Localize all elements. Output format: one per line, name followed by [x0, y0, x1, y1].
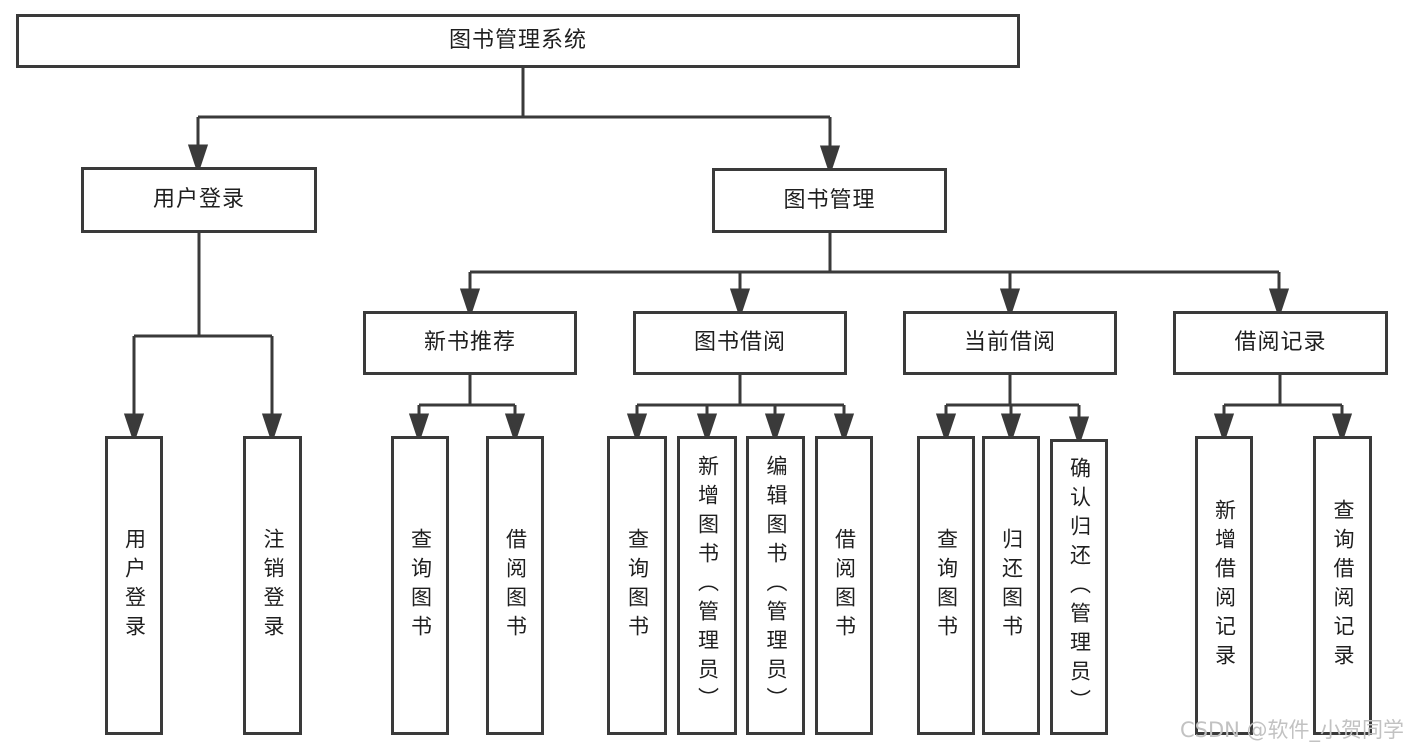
- node-borrow-record: 借阅记录: [1173, 311, 1388, 375]
- leaf-add-borrow-record: 新增借阅记录: [1195, 436, 1253, 735]
- connector-new-book-branch: [408, 375, 526, 444]
- leaf-current-query-label: 查询图书: [934, 527, 959, 644]
- node-user-login-label: 用户登录: [152, 187, 245, 212]
- leaf-borrow-edit-admin: 编辑图书（管理员）: [746, 436, 805, 735]
- node-new-book-label: 新书推荐: [423, 330, 516, 355]
- leaf-query-borrow-record: 查询借阅记录: [1313, 436, 1372, 735]
- leaf-add-borrow-record-label: 新增借阅记录: [1212, 498, 1237, 673]
- node-current-borrow-label: 当前借阅: [963, 330, 1056, 355]
- node-new-book: 新书推荐: [363, 311, 577, 375]
- csdn-watermark: CSDN @软件_小贺同学: [1180, 718, 1405, 742]
- leaf-borrow-query: 查询图书: [607, 436, 667, 735]
- leaf-borrow-book-label: 借阅图书: [832, 527, 857, 644]
- node-book-mgmt: 图书管理: [712, 168, 947, 233]
- leaf-user-login-label: 用户登录: [122, 527, 147, 644]
- leaf-new-book-query-label: 查询图书: [408, 527, 433, 644]
- connector-root-to-level2: [187, 68, 841, 176]
- leaf-user-login: 用户登录: [105, 436, 163, 735]
- connector-book-mgmt-branch: [459, 233, 1290, 319]
- leaf-borrow-add-admin-label: 新增图书（管理员）: [695, 455, 720, 716]
- leaf-new-book-query: 查询图书: [391, 436, 449, 735]
- node-book-borrow: 图书借阅: [633, 311, 847, 375]
- leaf-confirm-return-admin: 确认归还（管理员）: [1050, 439, 1108, 735]
- connector-borrow-record-branch: [1213, 375, 1353, 444]
- leaf-borrow-book: 借阅图书: [815, 436, 873, 735]
- node-book-mgmt-label: 图书管理: [783, 187, 876, 213]
- connector-user-login-branch: [123, 233, 283, 444]
- node-user-login: 用户登录: [81, 167, 317, 233]
- node-current-borrow: 当前借阅: [903, 311, 1117, 375]
- leaf-return-book: 归还图书: [982, 436, 1040, 735]
- leaf-confirm-return-admin-label: 确认归还（管理员）: [1067, 456, 1092, 718]
- node-book-borrow-label: 图书借阅: [693, 330, 786, 355]
- leaf-new-book-borrow-label: 借阅图书: [503, 527, 528, 644]
- leaf-current-query: 查询图书: [917, 436, 975, 735]
- leaf-new-book-borrow: 借阅图书: [486, 436, 544, 735]
- node-root-system: 图书管理系统: [16, 14, 1020, 68]
- leaf-borrow-query-label: 查询图书: [625, 527, 650, 644]
- leaf-borrow-edit-admin-label: 编辑图书（管理员）: [764, 455, 788, 716]
- node-borrow-record-label: 借阅记录: [1234, 330, 1327, 355]
- leaf-logout: 注销登录: [243, 436, 302, 735]
- connector-book-borrow-branch: [626, 375, 855, 444]
- connector-current-borrow-branch: [935, 375, 1090, 447]
- node-root-system-label: 图书管理系统: [448, 28, 587, 53]
- leaf-borrow-add-admin: 新增图书（管理员）: [677, 436, 737, 735]
- leaf-return-book-label: 归还图书: [999, 527, 1024, 644]
- leaf-logout-label: 注销登录: [261, 527, 285, 644]
- leaf-query-borrow-record-label: 查询借阅记录: [1331, 498, 1355, 673]
